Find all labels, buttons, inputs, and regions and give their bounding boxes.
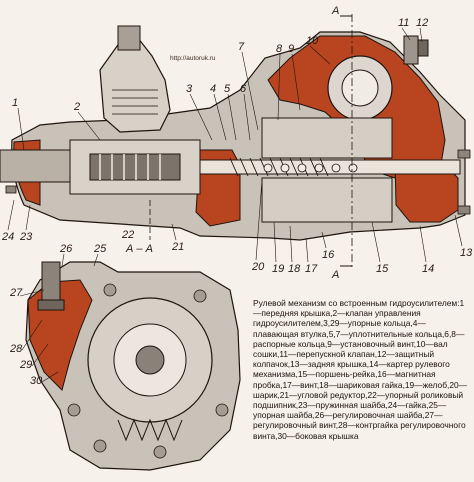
cross-section-view — [25, 261, 241, 471]
callout-10: 10 — [306, 35, 319, 47]
callout-17: 17 — [305, 263, 318, 275]
piston-rack-upper — [261, 117, 393, 159]
lock-nut — [37, 299, 65, 311]
callout-19: 19 — [272, 263, 284, 275]
callout-18: 18 — [288, 263, 301, 275]
callout-16: 16 — [322, 249, 335, 261]
callout-9: 9 — [288, 43, 294, 55]
callout-27: 27 — [9, 287, 23, 299]
callout-13: 13 — [460, 247, 473, 259]
figure-caption: Рулевой механизм со встроенным гидроусил… — [253, 298, 468, 441]
cross-housing-bolts — [67, 283, 229, 459]
cross-sector-core — [135, 345, 165, 375]
callout-21: 21 — [171, 241, 184, 253]
callout-28: 28 — [9, 343, 23, 355]
bypass-valve — [403, 35, 419, 65]
callout-30: 30 — [30, 375, 43, 387]
callout-26: 26 — [59, 243, 73, 255]
reducer-input-shaft — [117, 25, 141, 51]
section-marker-aa: А – А — [125, 243, 153, 255]
callout-23: 23 — [19, 231, 33, 243]
callout-labels: http://autoruk.ru A A А – А 1 2 3 4 5 6 … — [1, 5, 473, 387]
callout-12: 12 — [416, 17, 428, 29]
section-marker-a-bottom: A — [331, 269, 339, 281]
callout-2: 2 — [73, 101, 80, 113]
piston-rack — [261, 177, 393, 223]
source-url: http://autoruk.ru — [170, 55, 216, 62]
leader-lines — [7, 27, 463, 383]
longitudinal-section-view — [0, 14, 471, 270]
callout-14: 14 — [422, 263, 434, 275]
reducer-gear-teeth — [112, 89, 158, 115]
callout-25: 25 — [93, 243, 107, 255]
callout-15: 15 — [376, 263, 389, 275]
input-shaft — [0, 149, 71, 183]
protective-cap — [417, 39, 429, 57]
sector-shaft-spline — [341, 69, 379, 107]
callout-1: 1 — [12, 97, 18, 109]
callout-7: 7 — [238, 41, 245, 53]
callout-4: 4 — [210, 83, 216, 95]
callout-8: 8 — [276, 43, 283, 55]
callout-6: 6 — [240, 83, 247, 95]
callout-11: 11 — [398, 17, 409, 29]
section-marker-a-top: A — [331, 5, 339, 17]
callout-20: 20 — [251, 261, 265, 273]
angle-reducer — [99, 37, 171, 133]
callout-24: 24 — [1, 231, 14, 243]
adjusting-screw — [41, 261, 61, 303]
callout-29: 29 — [19, 359, 32, 371]
valve-spool — [89, 153, 181, 181]
bearing-balls — [263, 163, 358, 173]
valve-ribs — [99, 154, 161, 180]
callout-5: 5 — [224, 83, 231, 95]
callout-22: 22 — [121, 229, 134, 241]
cover-bolts — [5, 149, 471, 215]
callout-3: 3 — [186, 83, 193, 95]
cross-rack-teeth — [117, 418, 183, 442]
